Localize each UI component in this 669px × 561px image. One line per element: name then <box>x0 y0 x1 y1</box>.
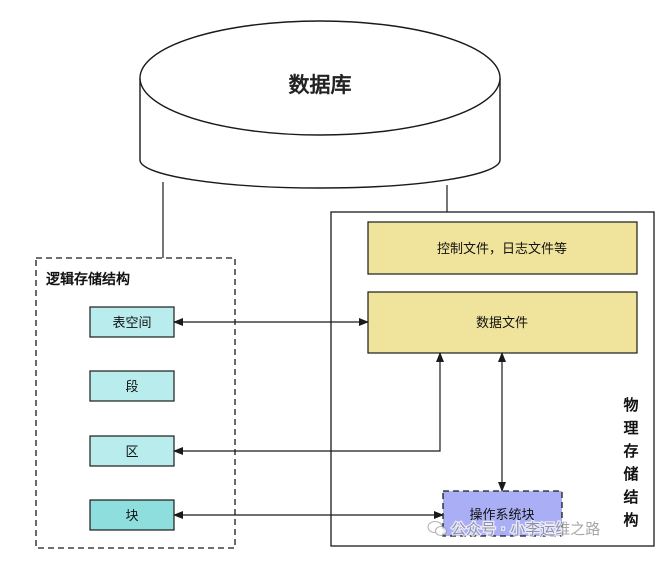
logical-item-box <box>89 435 175 467</box>
logical-item-box <box>89 306 175 338</box>
database-cylinder: 数据库 <box>139 20 501 189</box>
extent-datafile-arrow <box>173 352 444 455</box>
logical-item-block: 块 <box>89 499 175 531</box>
logical-item-extent: 区 <box>89 435 175 467</box>
logical-item-label: 段 <box>125 380 138 395</box>
control-files-label: 控制文件，日志文件等 <box>437 241 567 257</box>
os-block-box: 操作系统块 <box>442 490 563 537</box>
watermark: 公众号 · 小李运维之路 <box>427 519 602 539</box>
physical-title-char: 物 <box>623 396 638 414</box>
physical-title-char: 存 <box>623 442 638 460</box>
data-files-label: 数据文件 <box>476 316 528 331</box>
physical-title-char: 理 <box>623 419 638 437</box>
control-files-box: 控制文件，日志文件等 <box>367 221 638 275</box>
database-title: 数据库 <box>289 73 352 97</box>
logical-item-label: 区 <box>125 445 138 460</box>
logical-item-box <box>89 370 175 402</box>
wechat-icon <box>427 520 448 537</box>
logical-item-box <box>89 499 175 531</box>
data-files-box: 数据文件 <box>367 291 638 354</box>
os-block-label: 操作系统块 <box>469 507 534 523</box>
logical-item-label: 块 <box>125 509 138 524</box>
logical-item-segment: 段 <box>89 370 175 402</box>
logical-item-tablespace: 表空间 <box>89 306 175 338</box>
physical-storage-frame: 物 理 存 储 结 构 <box>330 211 655 547</box>
physical-title-char: 结 <box>623 488 638 506</box>
logical-frame-title: 逻辑存储结构 <box>46 271 130 288</box>
physical-title-char: 构 <box>623 511 638 529</box>
physical-title-char: 储 <box>623 465 638 483</box>
logical-item-label: 表空间 <box>112 316 151 331</box>
watermark-text: 公众号 · 小李运维之路 <box>451 520 600 538</box>
